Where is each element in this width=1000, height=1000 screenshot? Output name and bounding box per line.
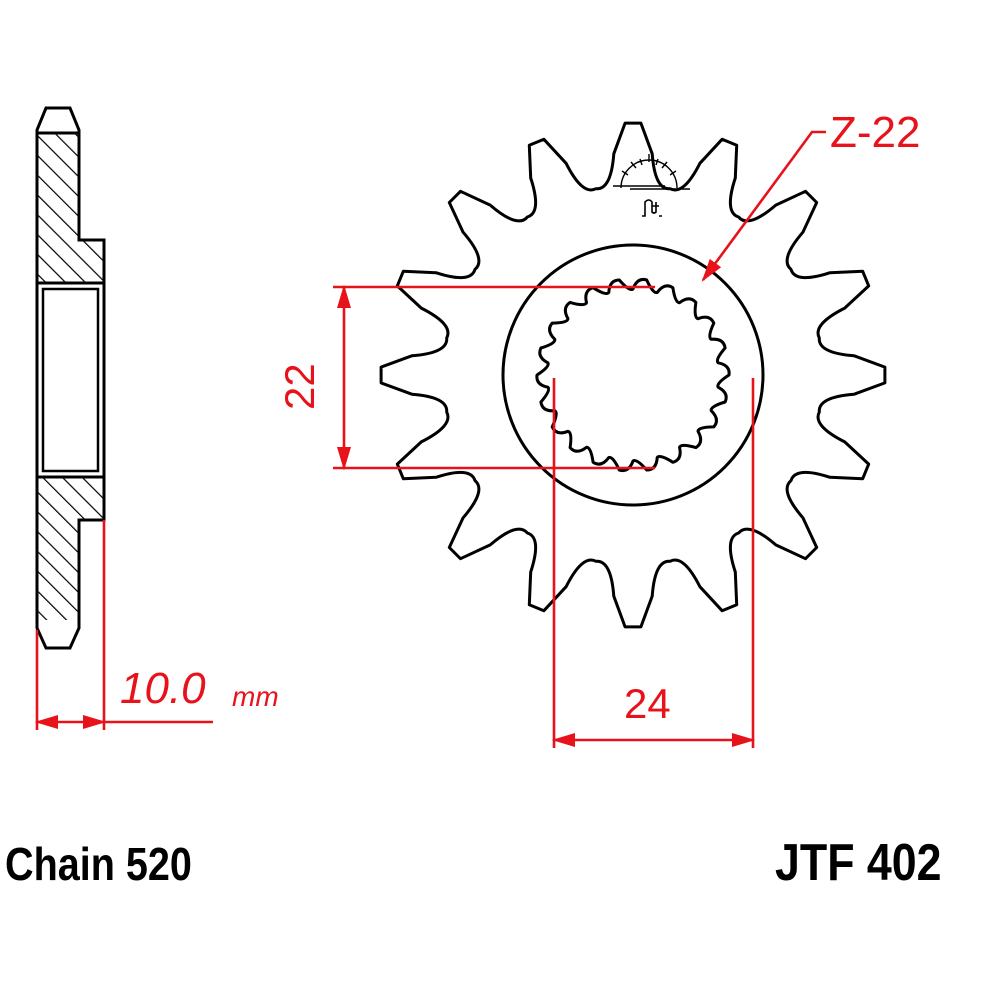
front-view-sprocket xyxy=(379,121,887,629)
spline-width-value: 22 xyxy=(276,363,323,410)
spline-leader xyxy=(701,130,826,282)
lower-hatched-body xyxy=(35,475,106,625)
spline-width-dimension xyxy=(333,284,655,471)
spline-teeth-label: Z-22 xyxy=(830,108,921,157)
spline-bore-outline xyxy=(535,278,731,472)
part-number: JTF 402 xyxy=(775,834,942,892)
bore-inner-edge xyxy=(41,287,100,473)
side-section-view xyxy=(35,106,106,650)
bore-section xyxy=(35,281,106,479)
hub-width-dimension xyxy=(551,378,756,748)
upper-hatched-body xyxy=(35,131,106,285)
bottom-tooth-tip xyxy=(35,620,81,650)
thickness-unit: mm xyxy=(232,681,279,712)
sun-rising-logo-icon xyxy=(613,154,690,217)
sprocket-outline xyxy=(379,121,887,629)
thickness-value: 10.0 xyxy=(120,664,206,713)
chain-label: Chain 520 xyxy=(5,838,192,890)
thickness-dimension xyxy=(34,520,213,730)
hub-circle xyxy=(501,243,765,507)
hub-width-value: 24 xyxy=(624,680,671,727)
